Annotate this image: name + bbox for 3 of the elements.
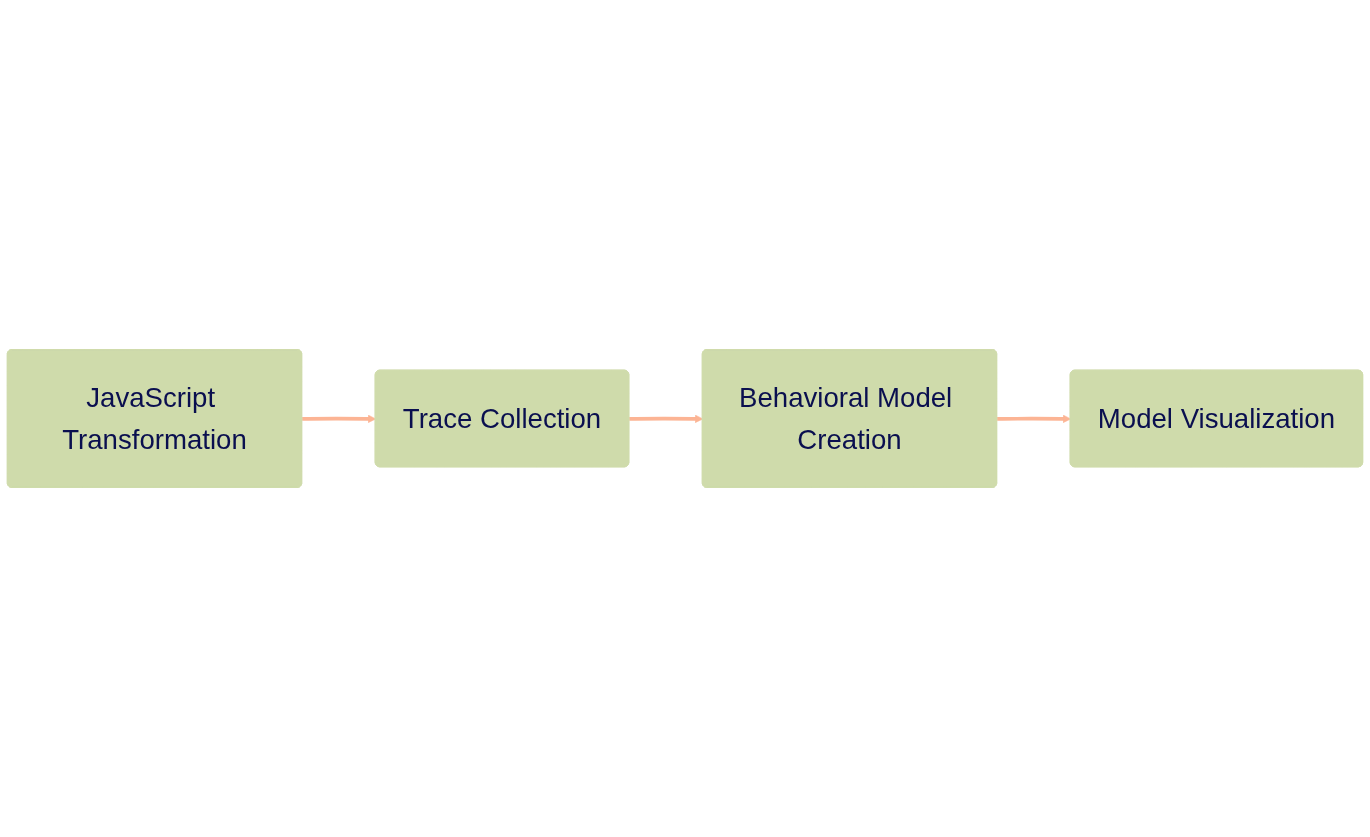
arrow [629, 414, 704, 423]
arrow [302, 414, 377, 423]
arrow [997, 414, 1072, 423]
